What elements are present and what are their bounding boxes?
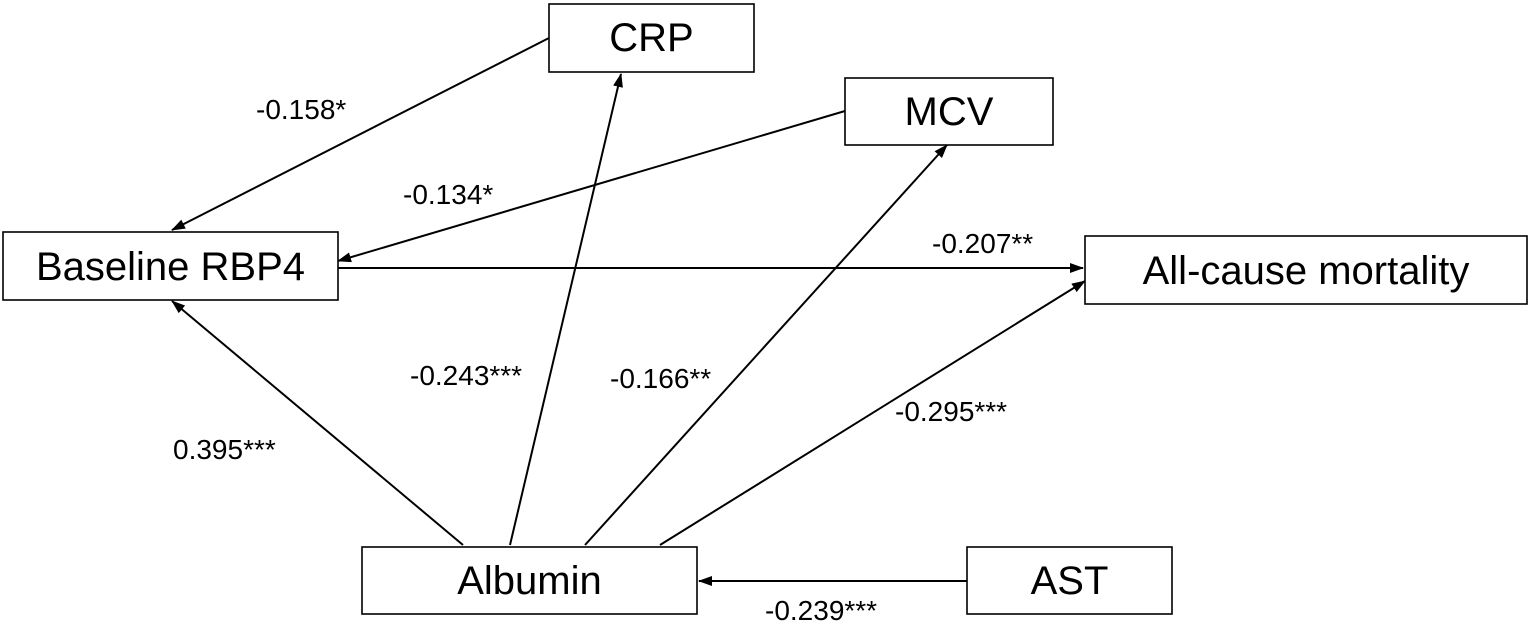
edge-label-mcv-rbp4: -0.134*: [403, 179, 493, 210]
node-mcv-box: [844, 77, 1054, 146]
edge-albumin-to-rbp4: [171, 300, 464, 546]
edge-label-albumin-mortality: -0.295***: [895, 396, 1007, 427]
node-ast: AST: [966, 546, 1173, 615]
node-baseline-rbp4: Baseline RBP4: [2, 231, 339, 301]
node-mcv: MCV: [844, 77, 1054, 146]
edge-albumin-to-mcv: [584, 144, 948, 546]
edges: [171, 37, 1086, 586]
edge-albumin-to-mortality: [659, 280, 1086, 546]
node-albumin: Albumin: [361, 546, 698, 615]
edge-crp-to-rbp4: [171, 37, 550, 231]
edge-label-albumin-crp: -0.243***: [410, 360, 522, 391]
edge-albumin-to-crp: [509, 73, 623, 546]
node-crp: CRP: [548, 3, 755, 73]
node-albumin-box: [361, 546, 698, 615]
edge-mcv-to-rbp4: [337, 110, 846, 263]
node-all-cause-mortality-box: [1084, 235, 1528, 305]
node-baseline-rbp4-label: Baseline RBP4: [36, 245, 305, 289]
node-ast-box: [966, 546, 1173, 615]
edge-label-albumin-mcv: -0.166**: [610, 363, 711, 394]
node-albumin-label: Albumin: [457, 559, 602, 603]
edge-label-rbp4-mortality: -0.207**: [932, 228, 1033, 259]
node-ast-label: AST: [1031, 559, 1109, 603]
node-all-cause-mortality-label: All-cause mortality: [1143, 249, 1470, 293]
node-all-cause-mortality: All-cause mortality: [1084, 235, 1528, 305]
node-baseline-rbp4-box: [2, 231, 339, 301]
edge-label-albumin-rbp4: 0.395***: [173, 434, 276, 465]
node-mcv-label: MCV: [905, 90, 994, 134]
edge-label-ast-albumin: -0.239***: [765, 595, 877, 626]
node-crp-label: CRP: [609, 16, 693, 60]
edge-label-crp-rbp4: -0.158*: [256, 94, 346, 125]
node-crp-box: [548, 3, 755, 73]
edge-labels: -0.158* -0.134* -0.207** -0.243*** -0.16…: [173, 94, 1033, 626]
